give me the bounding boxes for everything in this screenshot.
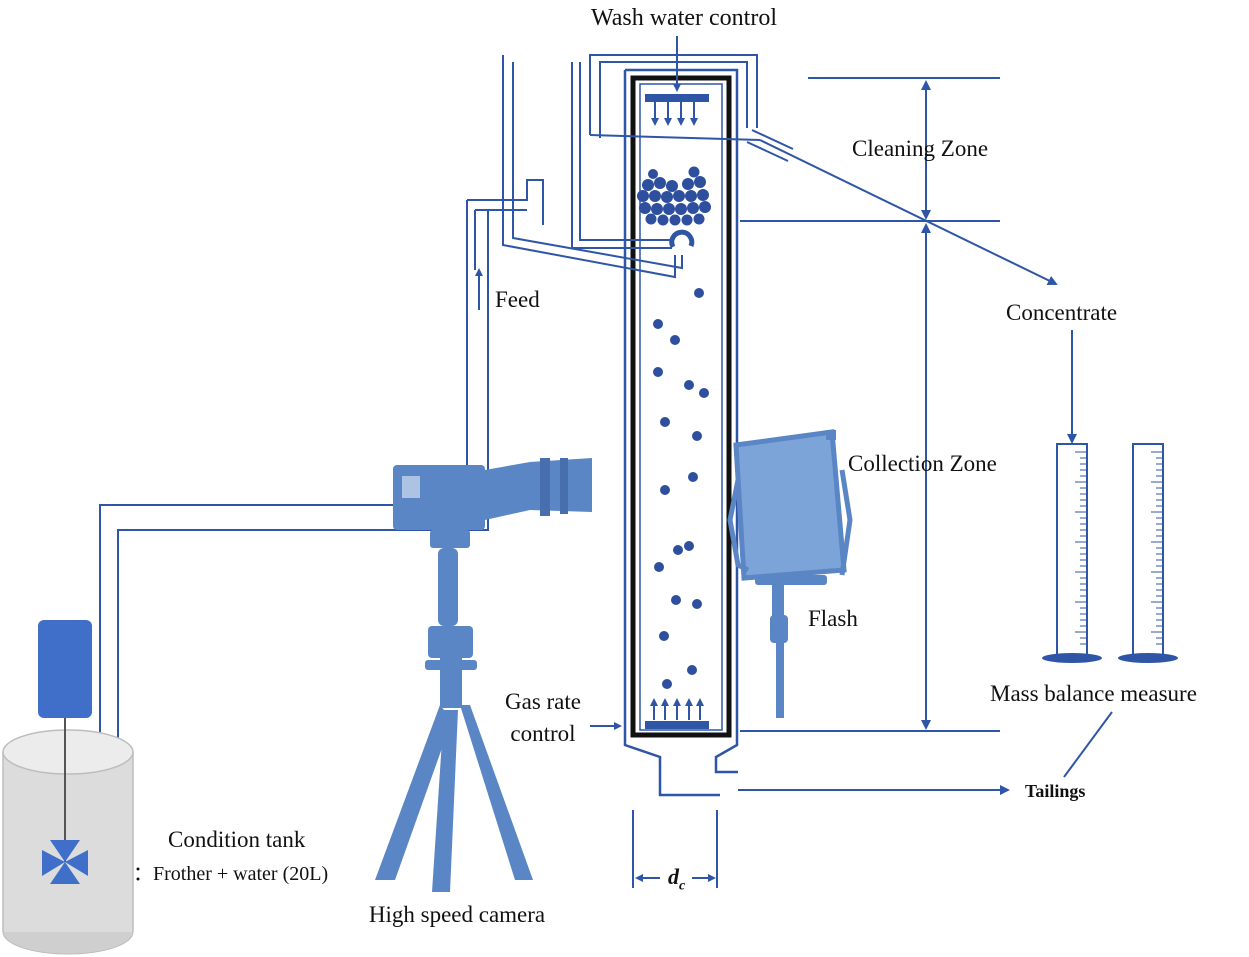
zone-dimension-lines	[740, 77, 1000, 732]
collection-zone-label: Collection Zone	[848, 451, 997, 476]
cleaning-zone-label: Cleaning Zone	[852, 136, 989, 161]
stirrer-paddle	[42, 840, 88, 884]
high-speed-camera	[375, 458, 592, 892]
high-speed-camera-label: High speed camera	[368, 902, 546, 927]
wash-water-pipe	[589, 54, 794, 162]
stirrer-motor	[38, 620, 92, 718]
wash-water-control-label: Wash water control	[591, 5, 777, 31]
column-diameter-dimension	[632, 810, 718, 888]
feed-pipe	[99, 55, 683, 805]
gas-sparger	[645, 698, 709, 729]
condition-tank-detail-label: ：Frother + water (20L)	[133, 863, 329, 885]
column-diameter-label: dc	[668, 866, 685, 893]
concentrate-flow	[759, 139, 1077, 444]
mass-balance-measure-label: Mass balance measure	[990, 681, 1197, 706]
feed-inlet	[669, 229, 695, 249]
rising-bubbles	[653, 288, 709, 689]
flotation-column	[623, 68, 739, 797]
column-diameter-subscript: c	[679, 878, 686, 894]
gas-rate-control-label-line1: Gas rate	[505, 689, 581, 714]
tailings-label: Tailings	[1025, 781, 1086, 801]
measuring-cylinders	[1042, 443, 1178, 663]
froth-layer	[637, 166, 711, 226]
condition-tank	[2, 620, 134, 955]
column-inner-tube	[630, 75, 732, 738]
concentrate-label: Concentrate	[1006, 300, 1118, 325]
condition-tank-label: Condition tank	[168, 827, 306, 852]
flash-lamp	[727, 429, 853, 718]
tailings-flow	[738, 711, 1113, 795]
column-diameter-symbol: d	[668, 864, 679, 889]
flash-label: Flash	[808, 606, 858, 631]
feed-label: Feed	[495, 287, 540, 312]
gas-rate-control-label-line2: control	[510, 721, 576, 746]
